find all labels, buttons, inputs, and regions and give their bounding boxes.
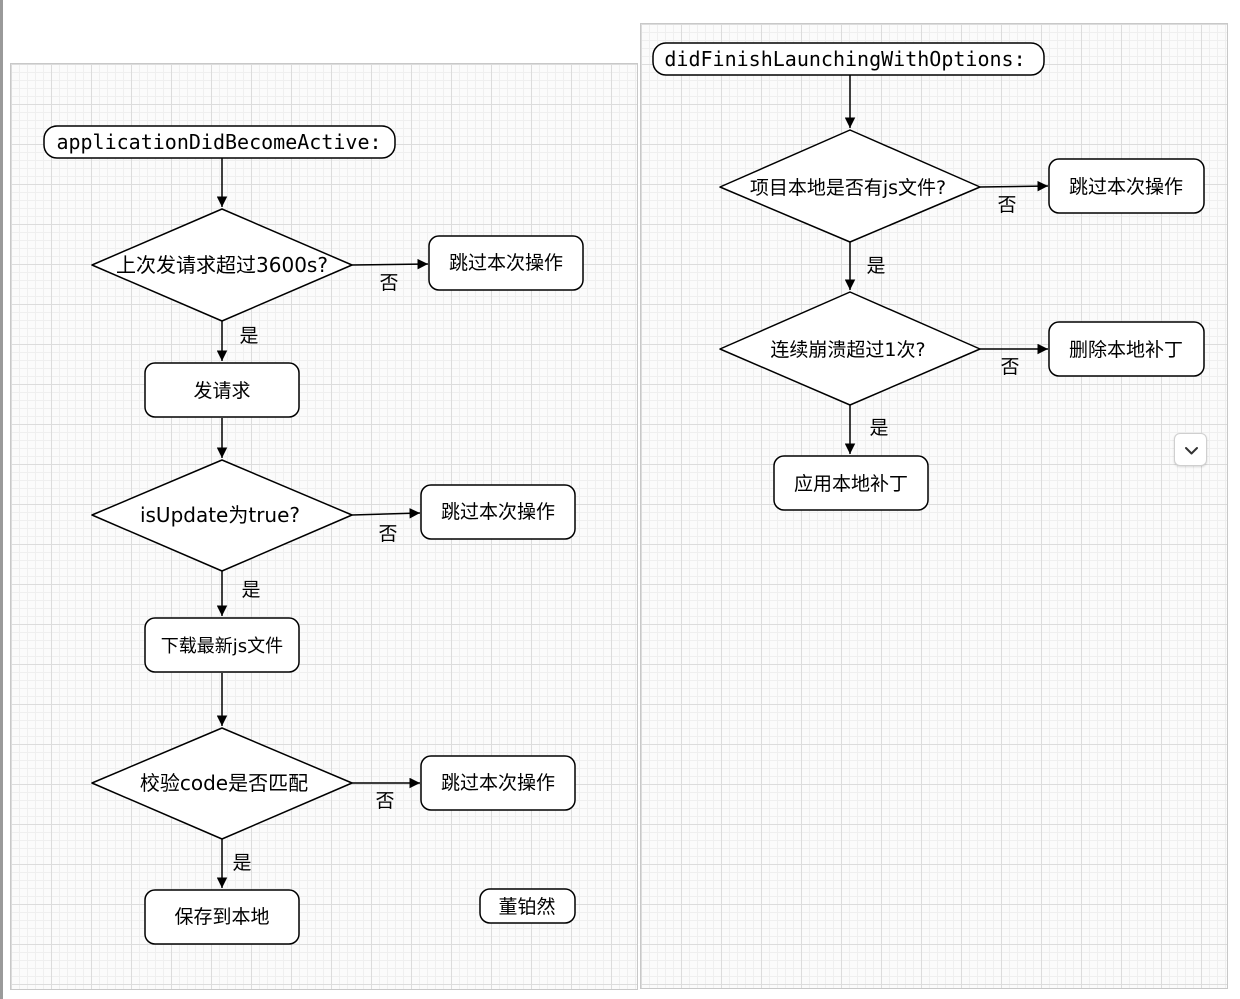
left-decision1-node: 上次发请求超过3600s?	[91, 208, 353, 322]
window-edge	[0, 0, 3, 999]
left-skip2-node: 跳过本次操作	[420, 484, 576, 540]
author-tag: 董铂然	[479, 888, 576, 924]
right-delete-label: 删除本地补丁	[1069, 339, 1183, 361]
right-start-node: didFinishLaunchingWithOptions:	[652, 42, 1045, 76]
left-decision2-node: isUpdate为true?	[91, 459, 353, 572]
right-yes2-label: 是	[869, 417, 888, 439]
scroll-down-button[interactable]	[1174, 433, 1207, 466]
right-start-label: didFinishLaunchingWithOptions:	[664, 47, 1025, 71]
arrow-decision1-no	[351, 258, 429, 270]
author-label: 董铂然	[498, 896, 555, 918]
left-start-label: applicationDidBecomeActive:	[56, 130, 381, 154]
left-decision3-node: 校验code是否匹配	[91, 727, 353, 840]
arrow-decision2-no	[351, 508, 421, 519]
right-delete-node: 删除本地补丁	[1048, 321, 1205, 377]
left-save-label: 保存到本地	[174, 906, 269, 928]
right-decision1-node: 项目本地是否有js文件?	[719, 129, 981, 243]
left-request-label: 发请求	[193, 380, 250, 402]
left-yes1-label: 是	[239, 325, 258, 347]
left-download-label: 下载最新js文件	[161, 636, 283, 657]
left-no2-label: 否	[378, 523, 397, 545]
right-skip1-label: 跳过本次操作	[1069, 176, 1183, 198]
left-request-node: 发请求	[144, 362, 300, 418]
left-decision2-label: isUpdate为true?	[140, 503, 300, 527]
left-no1-label: 否	[379, 272, 398, 294]
arrow-right-decision1-no	[979, 180, 1049, 192]
left-decision3-label: 校验code是否匹配	[140, 771, 308, 795]
right-no2-label: 否	[1000, 356, 1019, 378]
left-yes3-label: 是	[232, 852, 251, 874]
left-skip3-label: 跳过本次操作	[441, 772, 555, 794]
left-save-node: 保存到本地	[144, 889, 300, 945]
right-skip1-node: 跳过本次操作	[1048, 158, 1205, 214]
left-no3-label: 否	[375, 790, 394, 812]
right-no1-label: 否	[997, 194, 1016, 216]
left-download-node: 下载最新js文件	[144, 617, 300, 673]
left-decision1-label: 上次发请求超过3600s?	[116, 253, 328, 277]
right-apply-node: 应用本地补丁	[773, 455, 929, 511]
right-decision2-node: 连续崩溃超过1次?	[719, 291, 981, 406]
right-apply-label: 应用本地补丁	[794, 473, 908, 495]
left-start-node: applicationDidBecomeActive:	[43, 125, 396, 159]
left-canvas	[10, 63, 638, 990]
right-decision1-label: 项目本地是否有js文件?	[750, 177, 946, 199]
right-decision2-label: 连续崩溃超过1次?	[770, 339, 925, 361]
chevron-down-icon	[1185, 447, 1198, 455]
left-skip1-node: 跳过本次操作	[428, 235, 584, 291]
left-yes2-label: 是	[241, 579, 260, 601]
right-yes1-label: 是	[866, 255, 885, 277]
left-skip2-label: 跳过本次操作	[441, 501, 555, 523]
left-skip1-label: 跳过本次操作	[449, 252, 563, 274]
left-skip3-node: 跳过本次操作	[420, 755, 576, 811]
